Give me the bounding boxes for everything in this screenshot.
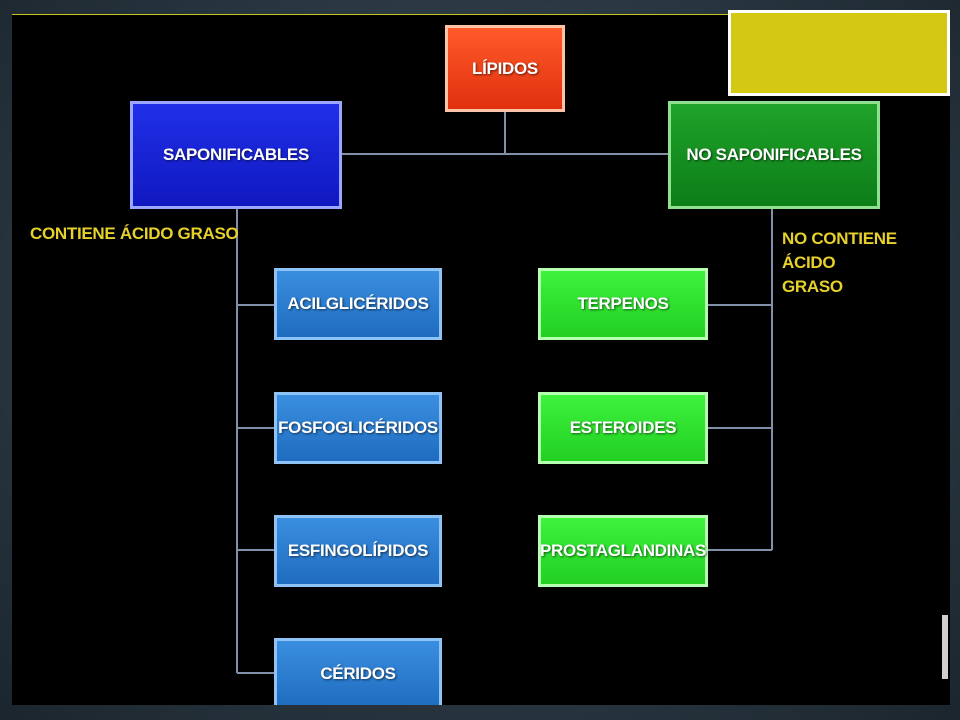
child-label: CÉRIDOS (320, 664, 396, 683)
root-node-lipidos: LÍPIDOS (445, 25, 565, 112)
note-line-2: GRASO (782, 277, 843, 296)
child-label: ESTEROIDES (569, 418, 677, 437)
edge-mark (942, 615, 948, 679)
child-node-fosfogliceridos: FOSFOGLICÉRIDOS (274, 392, 442, 464)
yellow-overlay-block (728, 10, 950, 96)
child-node-esfingolipidos: ESFINGOLÍPIDOS (274, 515, 442, 587)
branch-node-no-saponificables: NO SAPONIFICABLES (668, 101, 880, 209)
child-label: PROSTAGLANDINAS (539, 541, 707, 560)
branch-saponificables-label: SAPONIFICABLES (163, 145, 309, 164)
child-label: FOSFOGLICÉRIDOS (278, 418, 438, 437)
connector-lines (236, 112, 773, 674)
child-node-terpenos: TERPENOS (538, 268, 708, 340)
note-line-1: NO CONTIENE ÁCIDO (782, 229, 897, 272)
branch-no-saponificables-label: NO SAPONIFICABLES (686, 145, 862, 164)
note-contiene-acido-graso: CONTIENE ÁCIDO GRASO (30, 224, 239, 243)
child-label: TERPENOS (577, 294, 669, 313)
child-label: ACILGLICÉRIDOS (287, 294, 429, 313)
diagram-canvas: LÍPIDOS SAPONIFICABLES NO SAPONIFICABLES… (12, 15, 950, 705)
child-label: ESFINGOLÍPIDOS (287, 541, 429, 560)
root-node-label: LÍPIDOS (472, 58, 538, 78)
note-no-contiene-acido-graso: NO CONTIENE ÁCIDO GRASO (782, 227, 950, 299)
child-node-prostaglandinas: PROSTAGLANDINAS (538, 515, 708, 587)
child-node-acilgliceridos: ACILGLICÉRIDOS (274, 268, 442, 340)
child-node-esteroides: ESTEROIDES (538, 392, 708, 464)
branch-node-saponificables: SAPONIFICABLES (130, 101, 342, 209)
child-node-ceridos: CÉRIDOS (274, 638, 442, 705)
